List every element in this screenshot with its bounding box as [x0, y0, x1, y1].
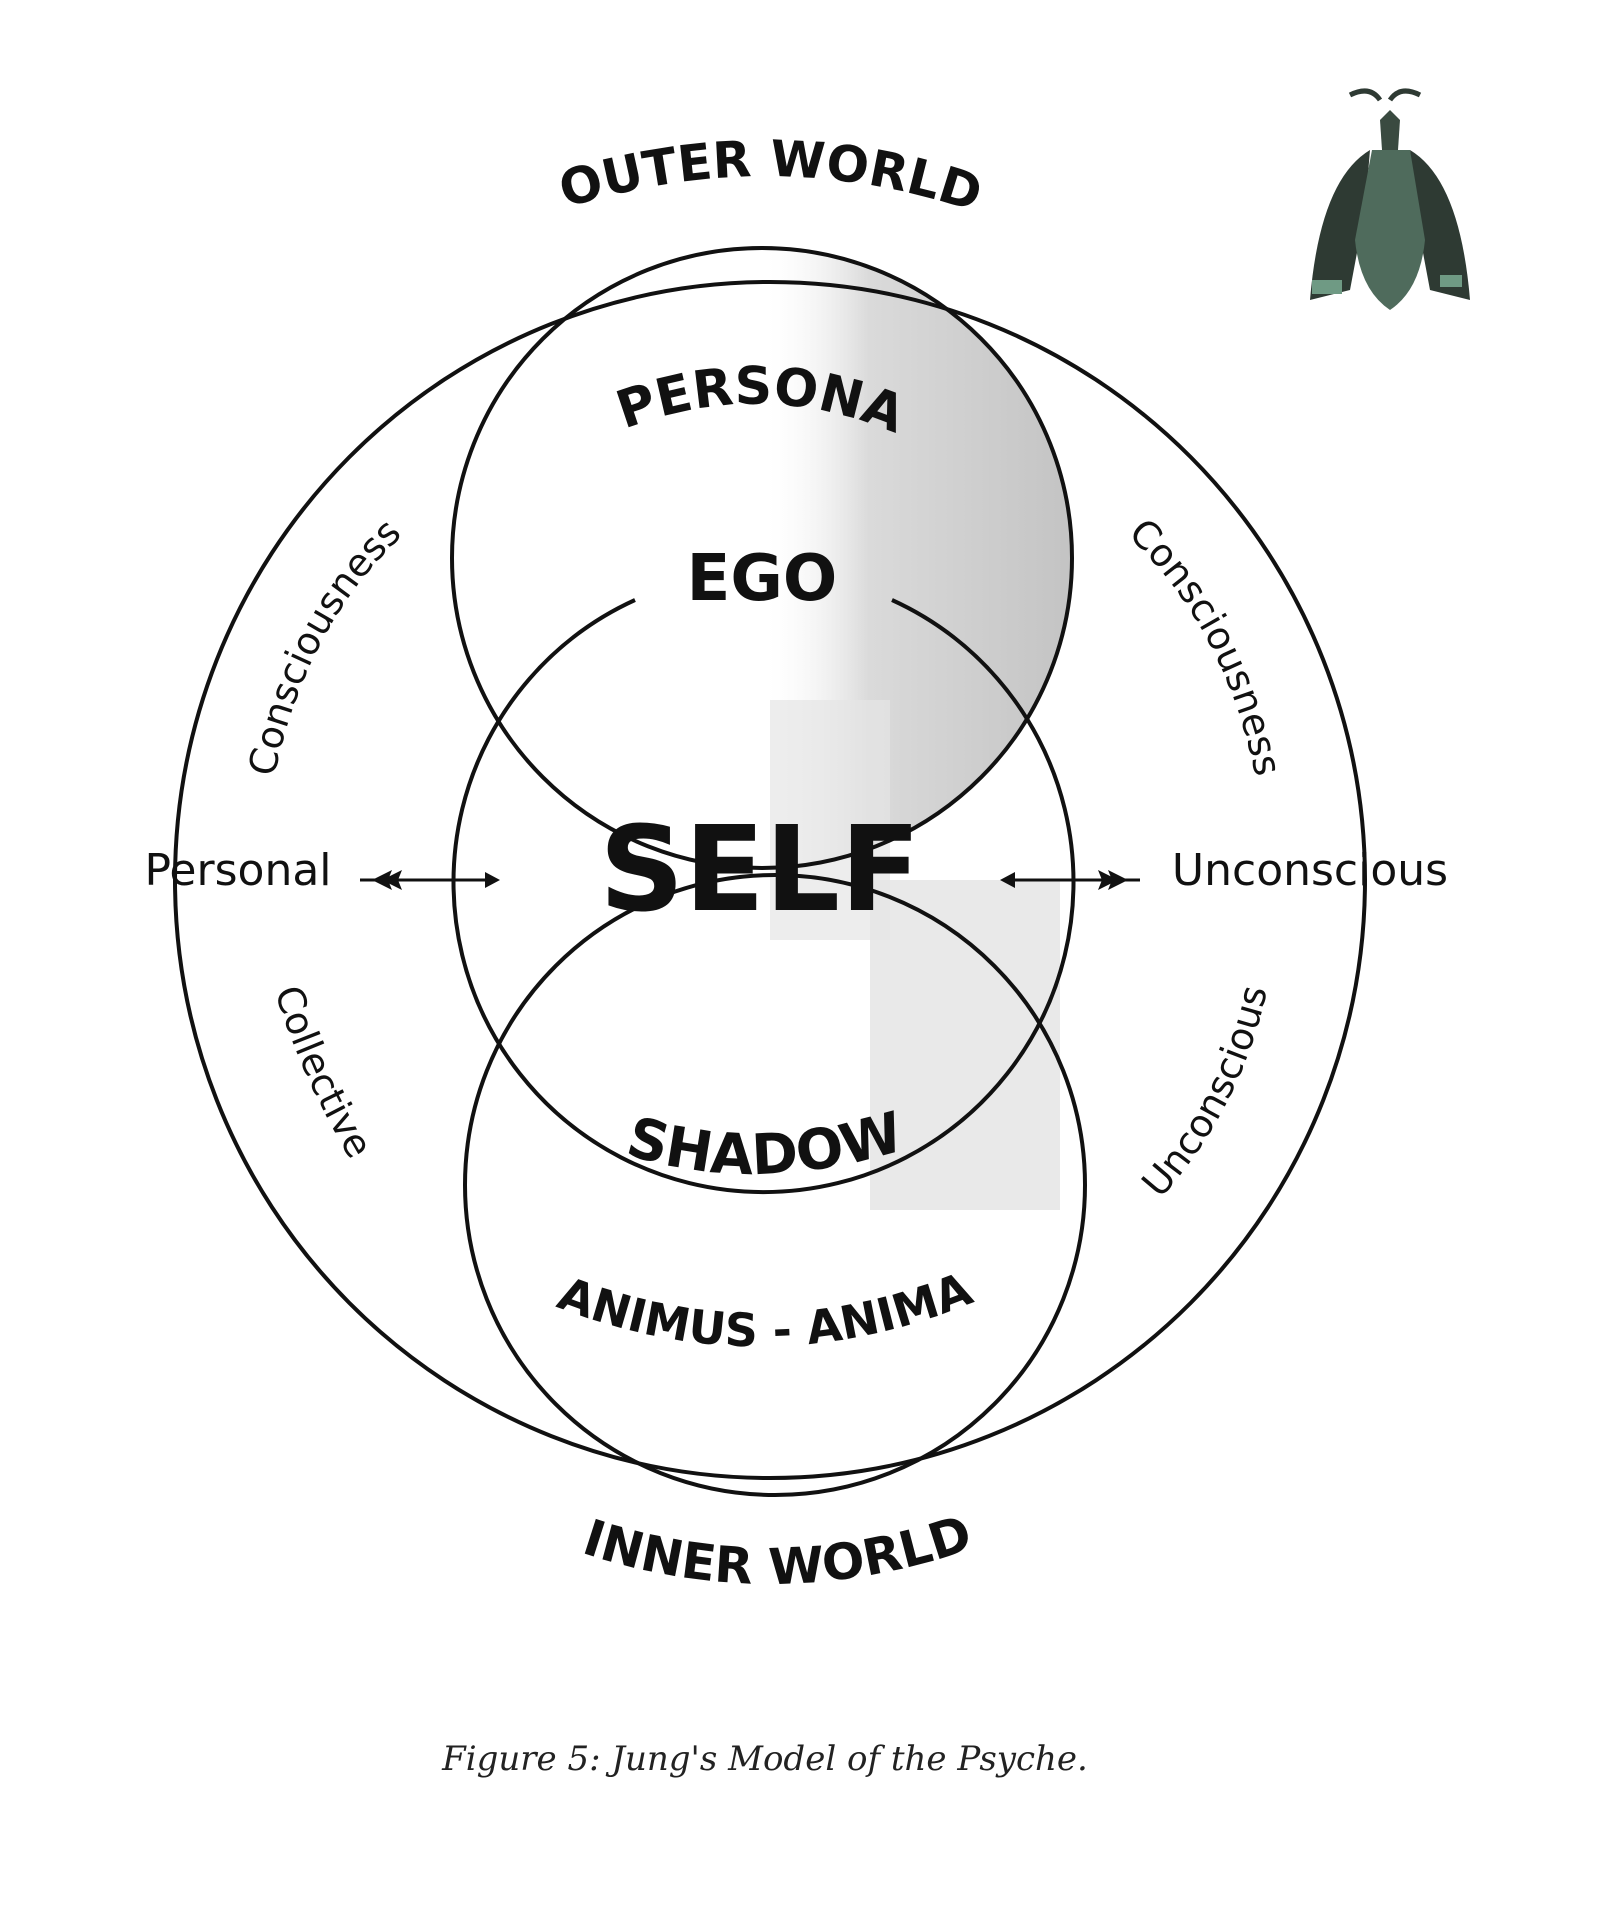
left-lower-label: Collective — [266, 980, 381, 1165]
right-lower-label: Unconscious — [1133, 981, 1276, 1205]
inner-world-label: INNER WORLD — [577, 1504, 979, 1596]
ego-label: EGO — [687, 542, 838, 616]
right-arrow — [1000, 870, 1140, 890]
unconscious-label: Unconscious — [1172, 845, 1448, 896]
lower-circle — [463, 873, 1087, 1497]
self-circle-arc — [451, 598, 1076, 1195]
outer-world-label: OUTER WORLD — [553, 130, 989, 223]
outer-ellipse — [173, 280, 1367, 1480]
figure-caption: Figure 5: Jung's Model of the Psyche. — [441, 1739, 1088, 1779]
animus-anima-label: ANIMUS - ANIMA — [551, 1261, 979, 1357]
self-label: SELF — [599, 800, 920, 938]
upper-circle — [450, 246, 1074, 870]
left-arrow — [360, 870, 500, 890]
left-upper-label: Consciousness — [240, 510, 409, 780]
personal-label: Personal — [144, 845, 331, 896]
baphomet-icon — [1310, 88, 1470, 310]
